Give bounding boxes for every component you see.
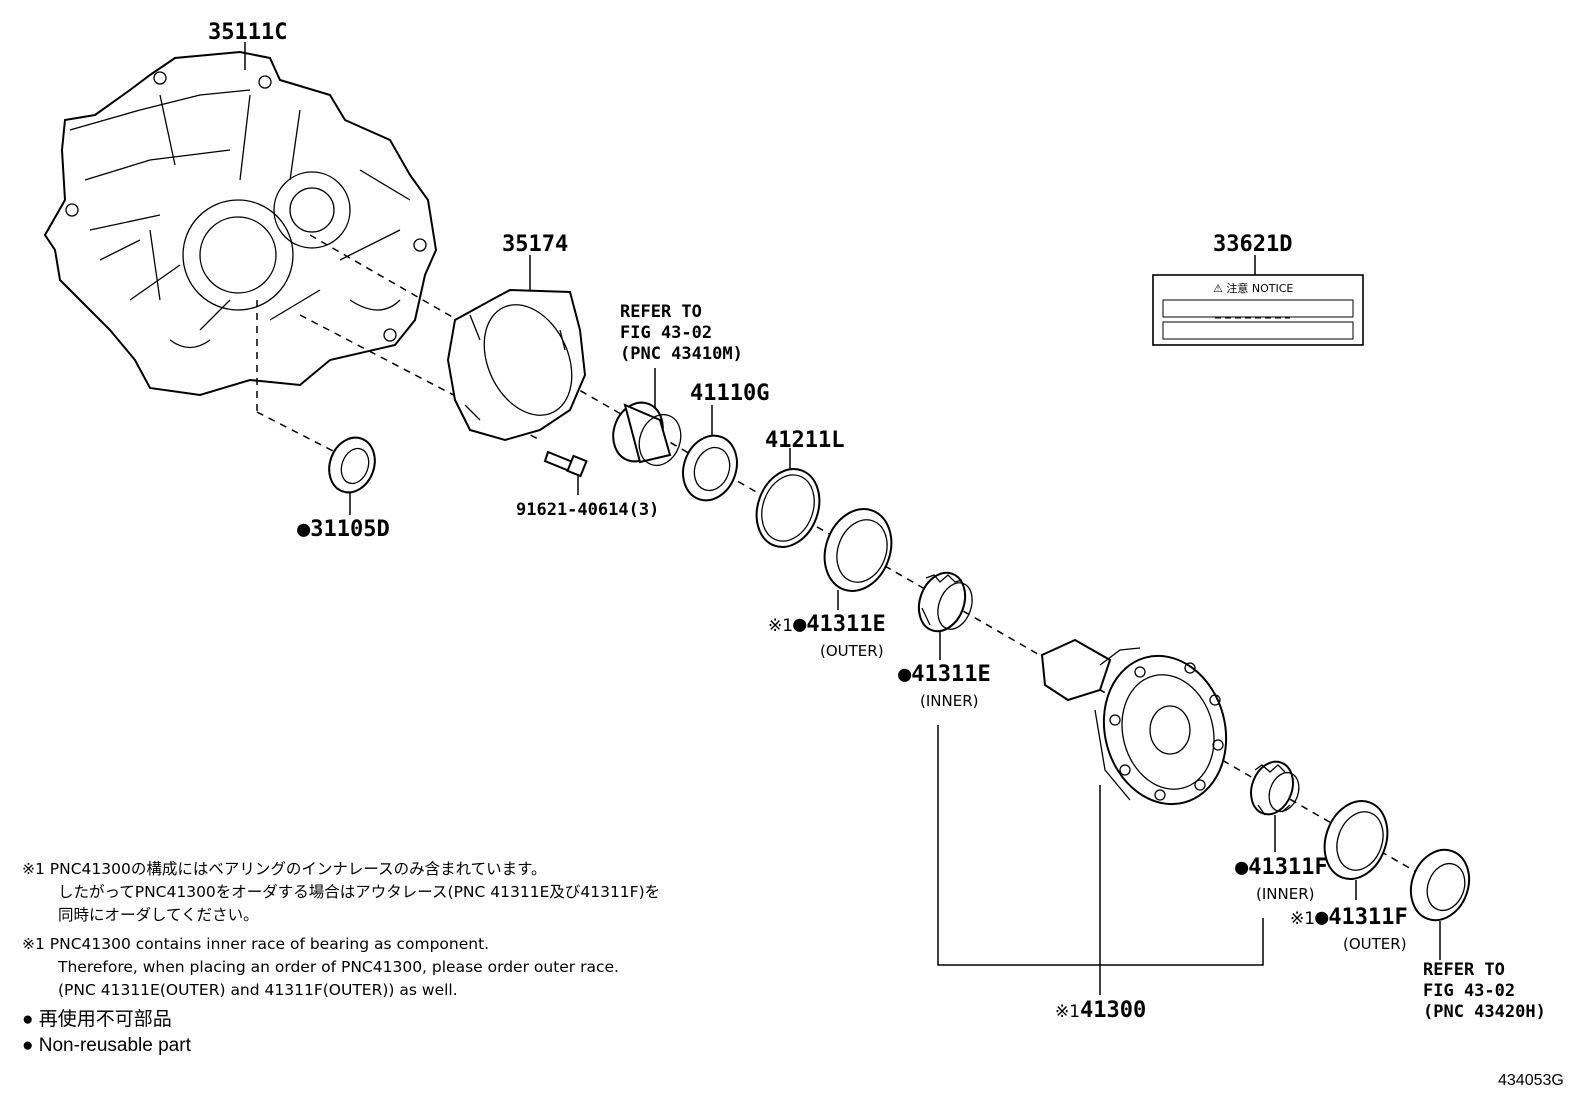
legend-bullet: ● [22,1035,34,1056]
part-number-41311E-inner: 41311E [911,662,991,687]
notes-english: ※1 PNC41300 contains inner race of beari… [22,933,822,1002]
outer-race-41311F [1323,800,1389,880]
part-number-41311F-inner: 41311F [1248,855,1328,880]
non-reusable-bullet: ● [1235,855,1249,880]
note-jp-line-2: したがってPNC41300をオーダする場合はアウタレース(PNC 41311E及… [58,883,661,901]
notes-japanese: ※1 PNC41300の構成にはベアリングのインナレースのみ含まれています。 し… [22,858,822,927]
part-number-31105D: 31105D [310,517,390,542]
sleeve-ref-43410M [612,401,682,467]
legend: ● 再使用不可部品 ● Non-reusable part [22,1007,191,1059]
note-jp-line-3: 同時にオーダしてください。 [58,906,259,924]
part-number-41110G[interactable]: 41110G [690,381,770,406]
ref2-line-1: REFER TO [1423,960,1505,980]
non-reusable-bullet: ● [297,517,311,542]
sub-label-inner: (INNER) [920,692,979,710]
figure-id: 434053G [1498,1072,1564,1089]
ref-mark: ※1 [768,616,794,636]
outer-race-41311E [823,508,893,592]
part-number-41211L[interactable]: 41211L [765,428,845,453]
bearing-41110G [682,434,738,502]
ref2-line-3: (PNC 43420H) [1423,1002,1546,1022]
ref-mark: ※1 [1055,1002,1081,1022]
part-number-41311F-outer: 41311F [1328,905,1408,930]
cover-35174 [446,288,587,442]
oil-seal-ref-43420H [1409,848,1471,922]
part-number-41300: 41300 [1080,998,1147,1023]
part-41311F-outer[interactable]: ※1●41311F [1290,905,1408,930]
differential-41300 [1040,638,1228,806]
oil-seal-31105D [328,436,376,494]
reference-note-43410M[interactable]: REFER TO FIG 43-02 (PNC 43410M) [620,302,743,365]
non-reusable-bullet: ● [898,662,912,687]
bracket-41300 [937,725,1264,966]
guide-31105D-b [256,411,336,453]
notice-label-33621D [1152,274,1364,346]
note-en-line-3: (PNC 41311E(OUTER) and 41311F(OUTER)) as… [58,981,458,999]
note-en-line-1: ※1 PNC41300 contains inner race of beari… [22,935,490,953]
part-number-35111C[interactable]: 35111C [208,20,288,45]
non-reusable-bullet: ● [793,612,807,637]
ref2-line-2: FIG 43-02 [1423,981,1516,1001]
ref-mark: ※1 [1290,909,1316,929]
legend-bullet: ● [22,1009,34,1030]
part-41300[interactable]: ※141300 [1055,998,1146,1023]
part-41311E-inner[interactable]: ●41311E [898,662,991,687]
sub-label-outer: (OUTER) [1343,935,1407,953]
part-number-91621-40614[interactable]: 91621-40614(3) [516,500,660,520]
legend-text-jp: 再使用不可部品 [38,1009,172,1030]
part-number-33621D[interactable]: 33621D [1213,232,1293,257]
note-jp-line-1: ※1 PNC41300の構成にはベアリングのインナレースのみ含まれています。 [22,860,547,878]
part-number-35174[interactable]: 35174 [502,232,569,257]
part-31105D[interactable]: ●31105D [297,517,390,542]
part-number-41311E-outer: 41311E [806,612,886,637]
legend-row-jp: ● 再使用不可部品 [22,1007,191,1033]
transaxle-case-drawing [43,50,438,397]
part-41311F-inner[interactable]: ●41311F [1235,855,1328,880]
ref1-line-1: REFER TO [620,302,702,322]
inner-race-41311F [1250,760,1300,816]
part-41311E-outer[interactable]: ※1●41311E [768,612,886,637]
ref1-line-2: FIG 43-02 [620,323,713,343]
shim-41211L [755,468,821,548]
sub-label-inner: (INNER) [1256,885,1315,903]
note-en-line-2: Therefore, when placing an order of PNC4… [58,958,619,976]
reference-note-43420H[interactable]: REFER TO FIG 43-02 (PNC 43420H) [1423,960,1546,1023]
sub-label-outer: (OUTER) [820,642,884,660]
non-reusable-bullet: ● [1315,905,1329,930]
legend-text-en: Non-reusable part [38,1035,191,1056]
bolt-91621 [543,450,588,478]
notice-label-text: ⚠ 注意 NOTICE [1213,282,1294,295]
inner-race-41311E [917,571,973,633]
ref1-line-3: (PNC 43410M) [620,344,743,364]
legend-row-en: ● Non-reusable part [22,1033,191,1059]
